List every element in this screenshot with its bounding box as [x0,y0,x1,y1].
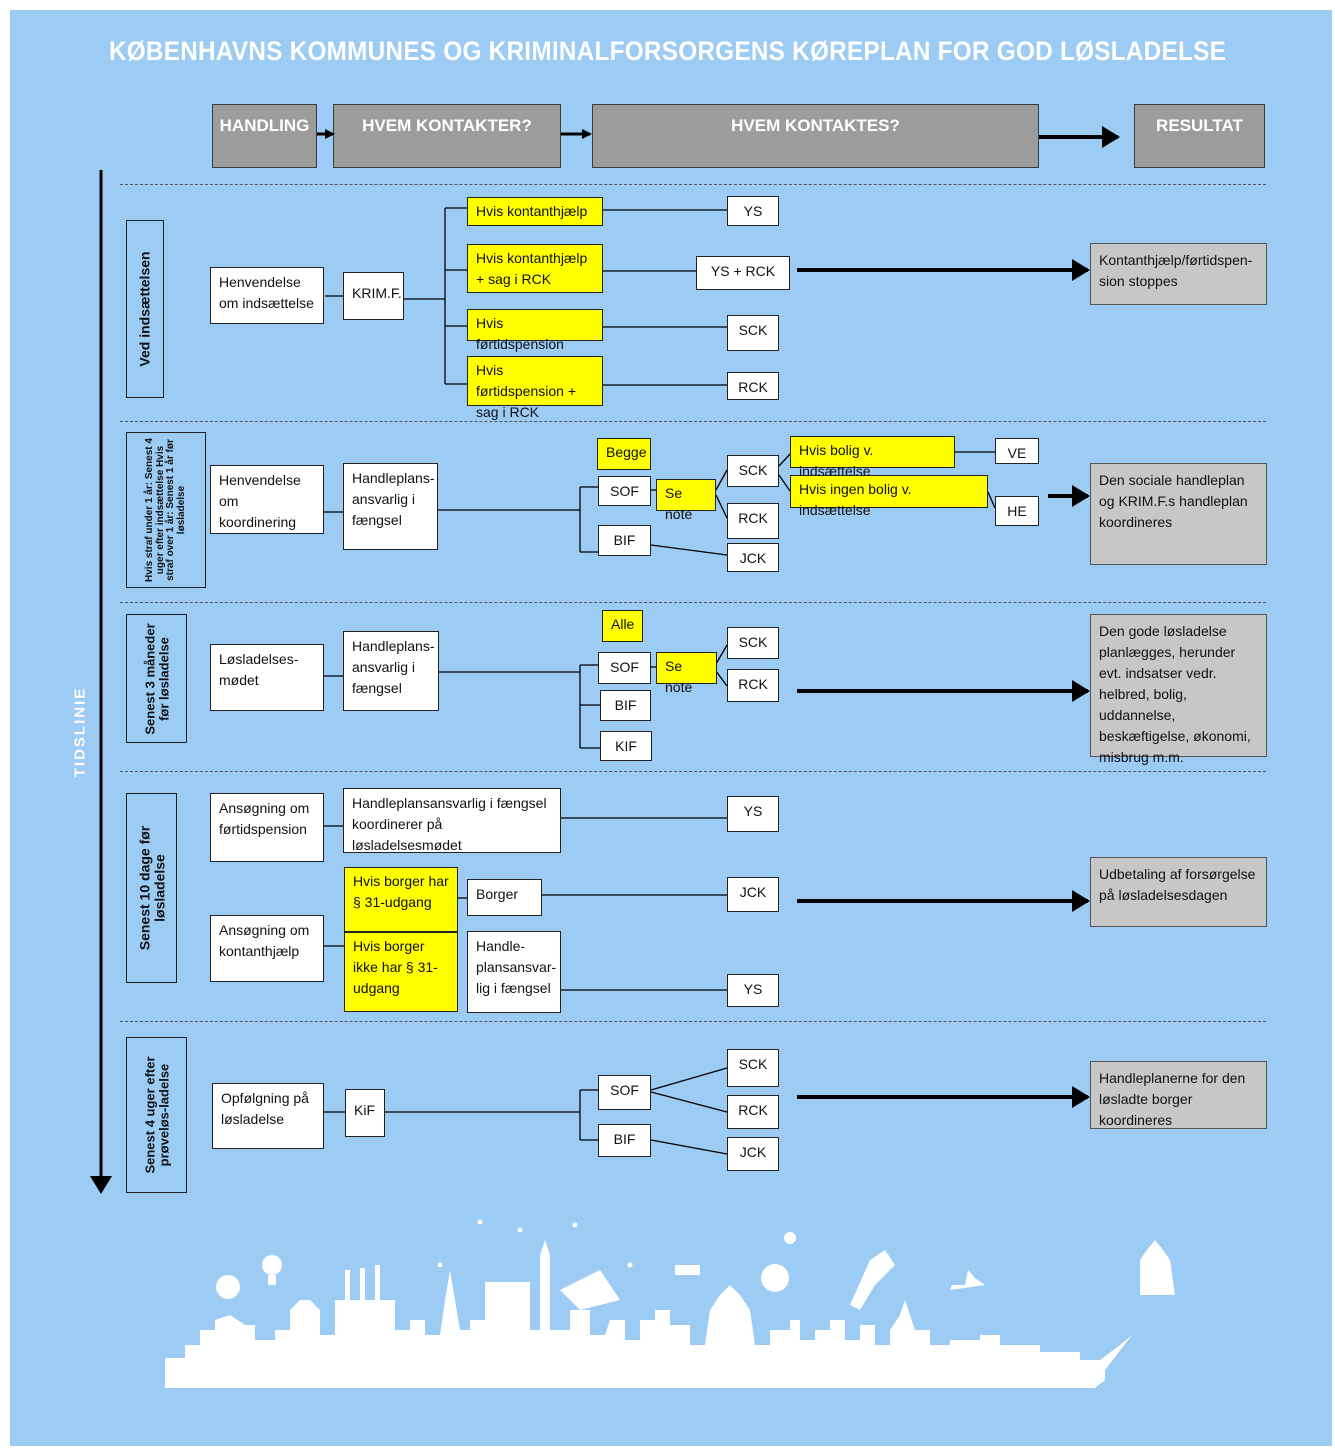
header-handling: HANDLING [212,104,317,168]
contact-box: Handleplans-ansvarlig i fængsel [343,463,438,550]
se-note-box: Se note [656,479,716,522]
target-box: JCK [727,877,779,912]
action-box: Ansøgning om førtidspension [210,793,324,862]
condition-box: Hvis ingen bolig v. indsættelse [790,475,988,518]
target-box: RCK [727,503,779,539]
target-box: SCK [727,1049,779,1087]
target-box: JCK [727,543,779,572]
header-hvem-kontakter: HVEM KONTAKTER? [333,104,561,168]
target-box: YS [727,974,779,1007]
contact-box: Handleplans-ansvarlig i fængsel [343,631,439,711]
target-box: RCK [727,1095,779,1129]
org-box: BIF [598,525,651,556]
row-separator [120,1021,1266,1022]
condition-box: Hvis borger ikke har § 31-udgang [344,932,458,1012]
row-label-3-maaneder: Senest 3 måneder før løsladelse [126,614,187,743]
action-box: Henvendelse om koordinering [210,465,324,534]
target-box: SCK [727,315,779,351]
contact-box: Handleplansansvarlig i fængsel koordiner… [343,788,561,853]
target-box: YS + RCK [696,256,790,290]
result-box: Den sociale handleplan og KRIM.F.s handl… [1090,463,1267,565]
row-separator [120,184,1266,185]
row-separator [120,421,1266,422]
row-label-10-dage: Senest 10 dage før løsladelse [126,793,177,983]
org-box: BIF [598,1124,651,1157]
result-box: Udbetaling af forsørgelse på løsladelses… [1090,857,1267,927]
target-box: RCK [727,372,779,400]
header-hvem-kontaktes: HVEM KONTAKTES? [592,104,1039,168]
action-box: Ansøgning om kontanthjælp [210,915,324,982]
contact-box: KiF [345,1089,385,1137]
page-title: KØBENHAVNS KOMMUNES OG KRIMINALFORSORGEN… [108,36,1227,66]
condition-box: Hvis førtidspension + sag i RCK [467,356,603,420]
borger-box: Borger [467,879,542,916]
contact-box: Handle-plansansvar-lig i fængsel [467,931,561,1013]
target-box: YS [727,196,779,226]
alle-box: Alle [602,610,643,642]
condition-box: Hvis kontanthjælp [467,197,603,226]
target-box: RCK [727,669,779,702]
condition-box: Hvis førtidspension [467,309,603,352]
org-box: KIF [600,731,652,761]
result-box: Kontanthjælp/førtidspen-sion stoppes [1090,243,1267,305]
target-box: HE [995,496,1039,526]
org-box: SOF [598,1075,651,1110]
header-resultat: RESULTAT [1134,104,1265,168]
target-box: SCK [727,627,779,659]
org-box: SOF [598,652,651,684]
row-label-straf: Hvis straf under 1 år: Senest 4 uger eft… [126,432,206,588]
se-note-box: Se note [656,652,717,695]
action-box: Henvendelse om indsættelse [210,267,324,324]
row-label-ved-indsaettelsen: Ved indsættelsen [126,220,164,398]
action-box: Opfølgning på løsladelse [212,1083,324,1149]
result-box: Den gode løsladelse planlægges, herunder… [1090,614,1267,765]
row-separator [120,771,1266,772]
action-box: Løsladelses-mødet [210,644,324,711]
target-box: VE [995,438,1039,464]
target-box: YS [727,796,779,832]
target-box: JCK [727,1137,779,1171]
org-box: SOF [598,476,651,506]
result-box: Handleplanerne for den løsladte borger k… [1090,1061,1267,1129]
org-box: BIF [600,690,651,721]
row-label-4-uger: Senest 4 uger efter prøveløs-ladelse [126,1037,187,1193]
condition-box: Hvis kontanthjælp + sag i RCK [467,244,603,293]
target-box: SCK [727,455,779,487]
begge-box: Begge [597,438,651,470]
condition-box: Hvis borger har § 31-udgang [344,867,458,932]
row-separator [120,602,1266,603]
contact-box: KRIM.F. [343,272,404,320]
